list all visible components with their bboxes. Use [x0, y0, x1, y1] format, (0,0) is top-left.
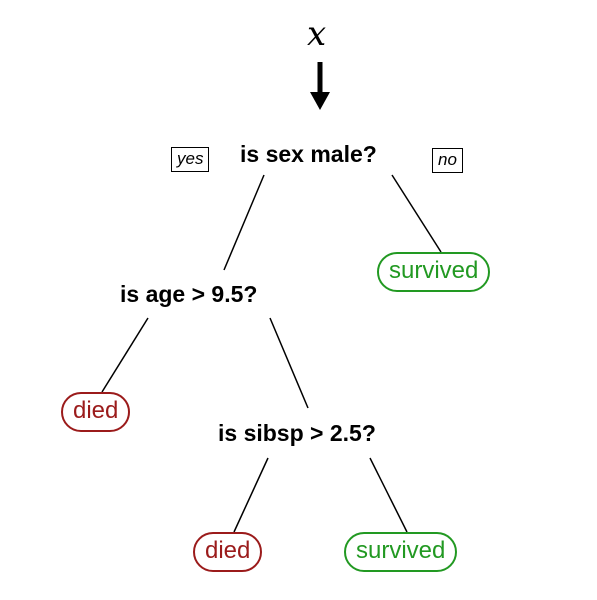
edge-age-to-sibsp	[269, 317, 309, 409]
edge-age-to-died	[101, 317, 149, 393]
leaf-survived-root: survived	[377, 252, 491, 292]
edge-sibsp-to-survived	[369, 457, 408, 533]
leaf-died-age: died	[61, 392, 131, 432]
root-question: is sex male?	[240, 141, 377, 167]
yes-branch-label: yes	[171, 147, 210, 172]
leaf-died-sibsp: died	[193, 532, 263, 572]
sibsp-question: is sibsp > 2.5?	[218, 420, 376, 446]
input-arrowhead	[310, 92, 330, 110]
edge-root-to-survived	[391, 174, 442, 253]
edge-sibsp-to-died	[233, 457, 269, 533]
leaf-survived-sibsp: survived	[344, 532, 458, 572]
age-question: is age > 9.5?	[120, 281, 258, 307]
no-branch-label: no	[432, 148, 463, 173]
edge-root-to-age	[223, 174, 265, 271]
input-variable-label: x	[307, 14, 327, 54]
